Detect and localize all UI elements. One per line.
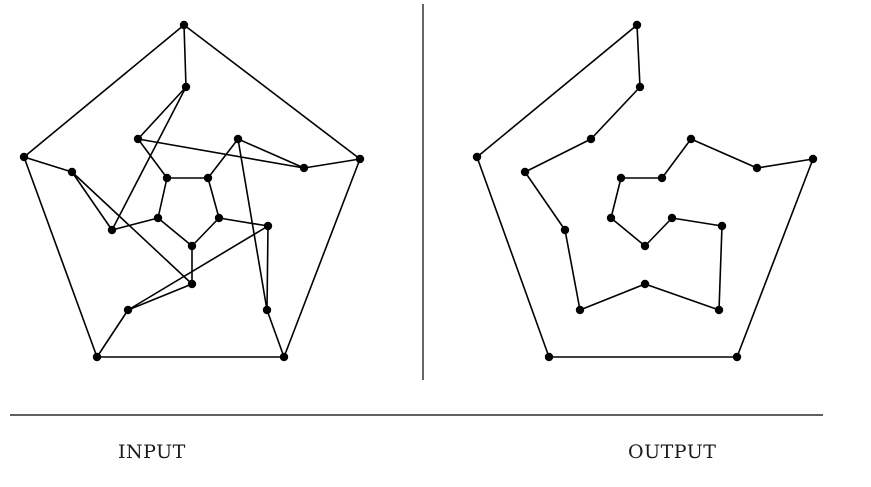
input-edge: [183, 24, 361, 160]
output-edge: [524, 138, 592, 173]
input-edge: [96, 309, 129, 358]
input-edge: [157, 217, 193, 247]
input-node: [355, 154, 365, 164]
input-node: [19, 152, 29, 162]
output-node: [686, 134, 696, 144]
input-edge: [111, 217, 159, 231]
output-edge: [564, 229, 581, 311]
input-graph: [19, 20, 365, 362]
output-node: [575, 305, 585, 315]
output-edge: [590, 86, 641, 140]
output-edge: [476, 24, 638, 158]
input-node: [179, 20, 189, 30]
output-edge: [476, 156, 550, 358]
input-edge: [137, 86, 187, 140]
input-edge: [266, 225, 269, 311]
input-edge: [23, 156, 98, 358]
input-node: [187, 241, 197, 251]
output-edge: [756, 158, 814, 169]
input-edge: [157, 177, 168, 219]
output-edge: [644, 283, 720, 311]
output-edge: [661, 138, 692, 179]
output-edge: [671, 217, 723, 227]
input-edges: [23, 24, 361, 358]
input-edge: [218, 217, 269, 227]
output-node: [667, 213, 677, 223]
output-node: [717, 221, 727, 231]
input-edge: [23, 24, 185, 158]
input-edge: [283, 158, 361, 358]
input-node: [214, 213, 224, 223]
input-node: [107, 225, 117, 235]
input-node: [153, 213, 163, 223]
output-node: [606, 213, 616, 223]
input-node: [133, 134, 143, 144]
output-node: [640, 241, 650, 251]
input-edge: [237, 138, 305, 169]
input-edge: [237, 138, 268, 311]
output-edge: [610, 217, 646, 247]
input-node: [279, 352, 289, 362]
output-path: [476, 24, 814, 358]
input-edge: [207, 177, 220, 219]
output-node: [732, 352, 742, 362]
output-node: [657, 173, 667, 183]
input-node: [123, 305, 133, 315]
input-edge: [137, 138, 168, 179]
output-caption: OUTPUT: [628, 441, 717, 463]
output-node: [560, 225, 570, 235]
output-node: [520, 167, 530, 177]
input-node: [263, 221, 273, 231]
input-node: [67, 167, 77, 177]
input-edge: [71, 171, 113, 231]
input-edge: [207, 138, 239, 179]
output-edge: [636, 24, 641, 88]
input-node: [203, 173, 213, 183]
output-node: [544, 352, 554, 362]
input-edge: [127, 283, 193, 311]
input-nodes: [19, 20, 365, 362]
input-edge: [71, 171, 193, 285]
input-edge: [127, 225, 269, 311]
input-node: [187, 279, 197, 289]
input-edge: [23, 156, 73, 173]
output-edge: [610, 177, 622, 219]
output-edge: [718, 225, 723, 311]
output-node: [635, 82, 645, 92]
input-edge: [266, 309, 285, 358]
input-edge: [137, 138, 305, 169]
output-edge: [579, 283, 646, 311]
output-nodes: [472, 20, 818, 362]
output-node: [616, 173, 626, 183]
input-node: [299, 163, 309, 173]
output-node: [752, 163, 762, 173]
output-node: [714, 305, 724, 315]
input-caption: INPUT: [118, 441, 186, 463]
output-graph: [472, 20, 818, 362]
output-edge: [736, 158, 814, 358]
output-node: [472, 152, 482, 162]
input-node: [181, 82, 191, 92]
output-edge: [690, 138, 758, 169]
output-node: [632, 20, 642, 30]
input-node: [92, 352, 102, 362]
input-edge: [303, 158, 361, 169]
output-edge: [644, 217, 673, 247]
output-node: [808, 154, 818, 164]
output-node: [586, 134, 596, 144]
output-edge: [524, 171, 566, 231]
input-edge: [191, 217, 220, 247]
input-node: [262, 305, 272, 315]
output-node: [640, 279, 650, 289]
input-edge: [183, 24, 187, 88]
input-edge: [111, 86, 187, 231]
input-node: [162, 173, 172, 183]
input-node: [233, 134, 243, 144]
